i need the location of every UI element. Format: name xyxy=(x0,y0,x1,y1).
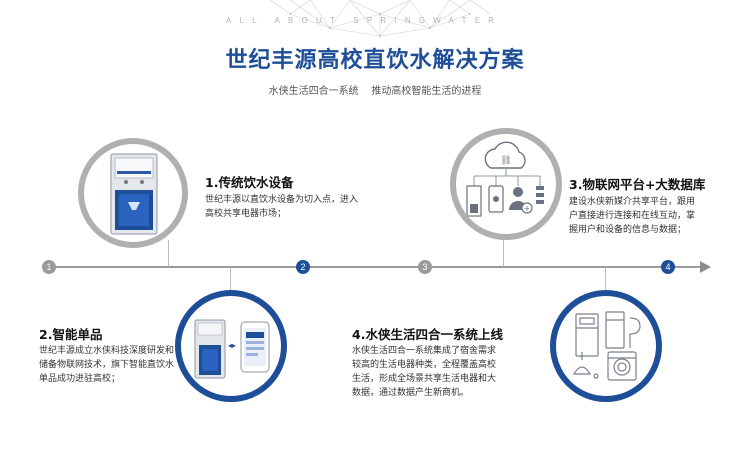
step-1-image xyxy=(78,138,188,248)
step-4-heading: 4.水侠生活四合一系统上线 xyxy=(352,327,503,342)
step-3-stem xyxy=(503,238,504,267)
svg-text:+: + xyxy=(524,204,531,213)
step-3-image: ⛓ + xyxy=(450,128,562,240)
step-3-text: 建设水侠新媒介共享平台，跟用户直接进行连接和在线互动，掌握用户和设备的信息与数据… xyxy=(569,197,696,235)
step-4-text: 水侠生活四合一系统集成了宿舍需求较高的生活电器种类，全程覆盖高校生活，形成全场景… xyxy=(352,346,497,398)
cloud-network-icon: ⛓ + xyxy=(466,141,544,217)
timeline-line xyxy=(45,266,705,268)
step-4-stem xyxy=(605,267,606,297)
geodesic-decoration xyxy=(270,0,490,38)
subtitle-part1: 水侠生活四合一系统 xyxy=(268,86,359,97)
timeline-arrow-icon xyxy=(700,261,711,273)
step-3-heading: 3.物联网平台+大数据库 xyxy=(569,177,706,192)
step-1-heading: 1.传统饮水设备 xyxy=(205,175,294,190)
page-title: 世纪丰源高校直饮水解决方案 xyxy=(225,48,525,73)
step-2-stem xyxy=(230,267,231,297)
page-subtitle: 水侠生活四合一系统 推动高校智能生活的进程 xyxy=(0,82,750,97)
step-1-text: 世纪丰源以直饮水设备为切入点，进入高校共享电器市场； xyxy=(205,195,359,219)
tagline: ALL ABOUT SPRINGWATER xyxy=(226,16,503,25)
step-3-marker: 3 xyxy=(418,260,432,274)
step-4-marker: 4 xyxy=(661,260,675,274)
step-2-marker: 2 xyxy=(296,260,310,274)
step-2-text: 世纪丰源成立水侠科技深度研发和储备物联网技术，旗下智能直饮水单品成功进驻高校； xyxy=(39,346,175,384)
step-1-stem xyxy=(168,240,169,267)
svg-text:⛓: ⛓ xyxy=(500,155,511,166)
step-1-marker: 1 xyxy=(42,260,56,274)
water-dispenser-icon xyxy=(110,153,158,235)
svg-text:◂▸: ◂▸ xyxy=(228,341,236,350)
smart-dispenser-phone-icon: ◂▸ xyxy=(194,319,270,379)
step-2-image: ◂▸ xyxy=(175,290,287,402)
step-2-heading: 2.智能单品 xyxy=(39,327,103,342)
home-appliances-icon xyxy=(572,311,641,381)
step-4-image xyxy=(550,290,662,402)
subtitle-part2: 推动高校智能生活的进程 xyxy=(371,86,482,97)
